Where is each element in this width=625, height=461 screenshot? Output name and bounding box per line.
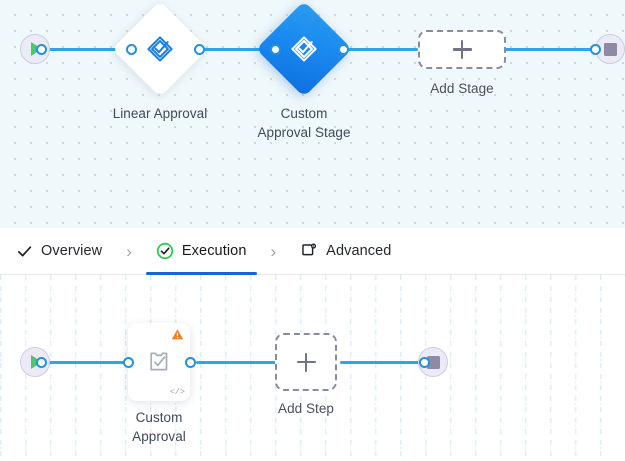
- tab-separator: ›: [126, 241, 132, 261]
- port-custom-approval-out[interactable]: [185, 356, 196, 368]
- step-label-line1: Custom: [135, 410, 183, 425]
- step-label-line2: Approval: [132, 429, 186, 444]
- port-end-in[interactable]: [590, 43, 601, 55]
- code-badge: </>: [169, 387, 185, 397]
- step-node-custom-approval[interactable]: </>: [128, 323, 190, 401]
- port-start-out[interactable]: [36, 43, 47, 55]
- check-icon: [16, 243, 33, 260]
- edge-add-to-end: [505, 48, 595, 51]
- step-flow-canvas[interactable]: </> Custom Approval Add Step: [0, 275, 625, 461]
- approval-diamond-icon: [145, 34, 175, 64]
- stage-label-line1: Custom: [280, 106, 328, 121]
- add-step-label: Add Step: [278, 401, 334, 416]
- stop-icon: [603, 42, 617, 56]
- note-check-icon: [144, 347, 174, 382]
- check-circle-icon: [156, 242, 174, 260]
- edge-custom-approval-to-add: [196, 361, 276, 364]
- warning-triangle-icon[interactable]: [171, 328, 184, 346]
- tab-execution[interactable]: Execution: [145, 228, 257, 275]
- tab-advanced[interactable]: Advanced: [298, 228, 393, 275]
- tab-advanced-label: Advanced: [326, 243, 392, 259]
- plus-icon: [452, 40, 472, 59]
- edge-add-to-end: [340, 361, 425, 364]
- stage-node-custom-approval[interactable]: [255, 0, 353, 98]
- port-linear-out[interactable]: [194, 43, 205, 55]
- tab-separator: ›: [270, 241, 277, 261]
- port-custom-in[interactable]: [270, 43, 281, 55]
- port-end-in[interactable]: [419, 356, 430, 368]
- step-label-custom-approval: Custom Approval: [99, 408, 219, 446]
- edge-custom-to-add: [343, 48, 418, 51]
- edge-start-to-linear: [42, 48, 137, 51]
- port-custom-approval-in[interactable]: [123, 356, 134, 368]
- tab-execution-label: Execution: [181, 243, 247, 259]
- port-custom-out[interactable]: [338, 43, 349, 55]
- stop-icon: [426, 355, 440, 369]
- approval-diamond-icon: [289, 34, 319, 64]
- edge-linear-to-custom: [200, 48, 285, 51]
- add-stage-label: Add Stage: [430, 81, 494, 96]
- tab-overview[interactable]: Overview: [14, 228, 104, 275]
- tab-overview-label: Overview: [41, 243, 103, 259]
- step-icon-wrap: [128, 347, 190, 382]
- port-start-out[interactable]: [36, 356, 47, 368]
- add-step-button[interactable]: [275, 333, 337, 391]
- stage-node-linear-approval[interactable]: [111, 0, 209, 98]
- edge-start-to-custom-approval: [42, 361, 134, 364]
- tab-bar: Overview › Execution › Advanced: [0, 228, 625, 275]
- stage-label-linear-approval: Linear Approval: [112, 106, 208, 121]
- plus-icon: [296, 352, 316, 372]
- box-gear-icon: [300, 242, 318, 260]
- add-stage-button[interactable]: [418, 30, 506, 69]
- port-linear-in[interactable]: [126, 43, 137, 55]
- stage-label-line2: Approval Stage: [257, 125, 351, 140]
- stage-label-custom-approval: Custom Approval Stage: [234, 104, 374, 142]
- stage-flow-canvas[interactable]: Linear Approval Custom Approval Stage: [0, 0, 625, 228]
